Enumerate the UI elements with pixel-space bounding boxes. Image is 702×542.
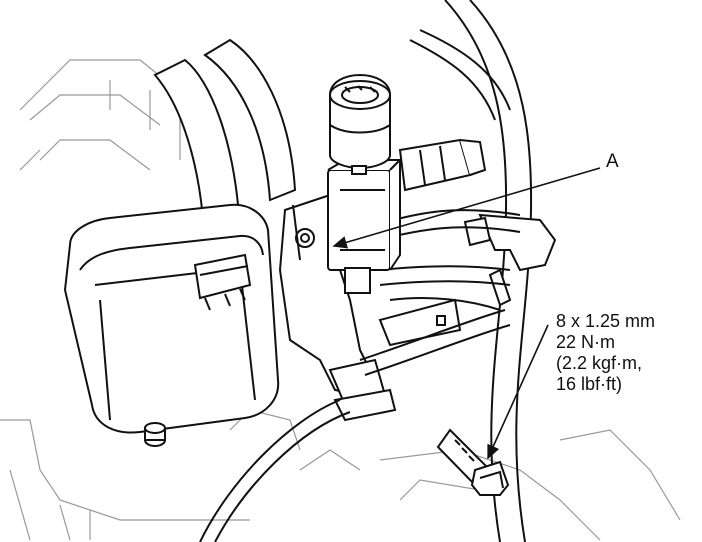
hose-clamp [193, 253, 252, 311]
callout-label-a: A [606, 151, 619, 172]
reservoir-tank [63, 203, 280, 447]
torque-lbfft-text: 16 lbf·ft) [556, 374, 623, 394]
tubes [199, 209, 521, 542]
bolt-size-text: 8 x 1.25 mm [556, 311, 656, 331]
mounting-bracket [278, 193, 397, 422]
background-engine-parts [0, 59, 681, 541]
torque-specification: 8 x 1.25 mm 22 N·m (2.2 kgf·m, 16 lbf·ft… [556, 311, 655, 395]
torque-nm-text: 22 N·m [556, 332, 616, 352]
callout-a-leader [332, 167, 601, 249]
solenoid-valve [327, 73, 487, 294]
torque-kgfm-text: (2.2 kgf·m, [556, 353, 643, 373]
bolt [436, 428, 510, 496]
torque-spec-arrow [487, 324, 549, 460]
